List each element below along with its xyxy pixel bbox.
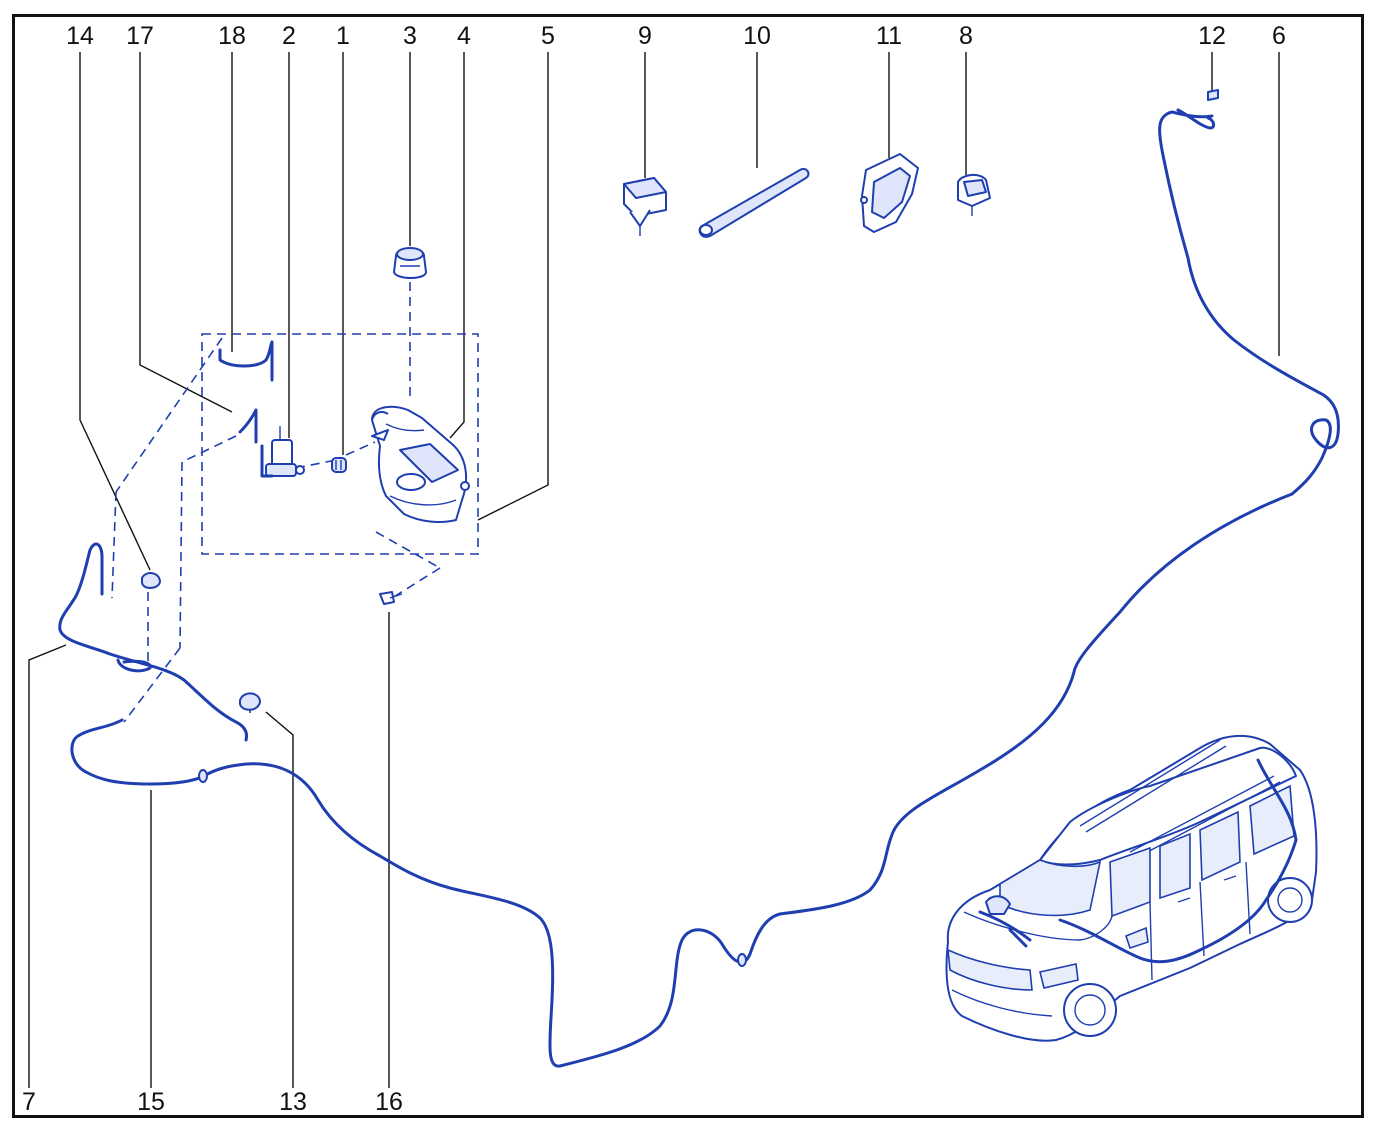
callout-2: 2 (282, 22, 296, 50)
callout-9: 9 (638, 22, 652, 50)
callout-10: 10 (743, 22, 771, 50)
washer-jet-14 (141, 572, 161, 589)
pump-grommet (331, 457, 347, 473)
hose-clip-9 (623, 177, 667, 236)
callout-6: 6 (1272, 22, 1286, 50)
fixing-bolt (379, 591, 403, 605)
callout-5: 5 (541, 22, 555, 50)
washer-jet-13 (239, 692, 261, 711)
rear-washer-hose (1158, 108, 1340, 496)
main-washer-hose (70, 492, 1294, 1068)
diagram-frame (12, 14, 1364, 1118)
callout-4: 4 (457, 22, 471, 50)
callout-13: 13 (279, 1088, 307, 1116)
rear-nozzle (1207, 89, 1219, 101)
callout-8: 8 (959, 22, 973, 50)
callout-12: 12 (1198, 22, 1226, 50)
hose-bracket (860, 153, 919, 233)
callout-1: 1 (336, 22, 350, 50)
callout-7: 7 (22, 1088, 36, 1116)
front-washer-hose (58, 542, 248, 742)
assembly-guides (111, 282, 479, 723)
callout-17: 17 (126, 22, 154, 50)
short-hoses (218, 340, 274, 478)
washer-pump (265, 426, 305, 477)
filler-cap (393, 247, 427, 279)
callout-3: 3 (403, 22, 417, 50)
callout-15: 15 (137, 1088, 165, 1116)
callout-11: 11 (876, 22, 902, 50)
callout-18: 18 (218, 22, 246, 50)
callout-16: 16 (375, 1088, 403, 1116)
protective-sleeve (698, 168, 810, 238)
leader-lines (28, 52, 1280, 1088)
vehicle-illustration (945, 734, 1318, 1042)
washer-reservoir (371, 405, 470, 523)
hose-clip-8 (957, 174, 991, 216)
callout-14: 14 (66, 22, 94, 50)
